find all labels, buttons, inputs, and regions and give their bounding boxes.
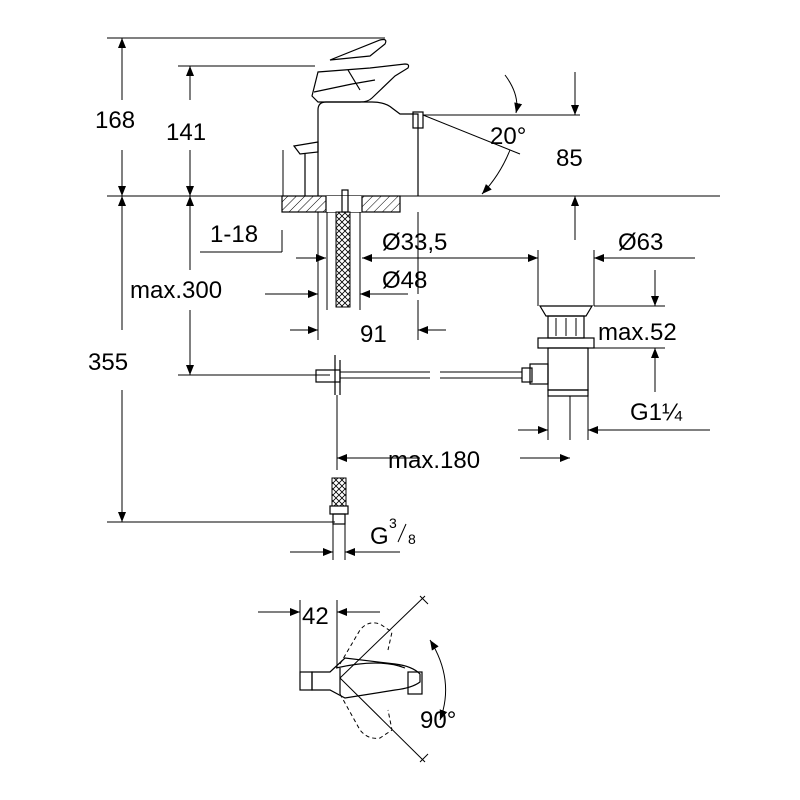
- top-view: [299, 595, 426, 763]
- label-connection-prefix: G: [370, 523, 389, 550]
- dim-connection-thread: G 3 8: [290, 515, 416, 556]
- connection-fitting: [329, 477, 349, 560]
- label-rod-length: max.180: [388, 447, 480, 474]
- dim-lever-offset: 42: [258, 600, 380, 672]
- deck-plate: [130, 195, 720, 213]
- label-lever-offset: 42: [302, 603, 329, 630]
- label-body-diameter: Ø48: [382, 267, 427, 294]
- dim-pipe-depth: max.300: [130, 196, 330, 376]
- label-connection-sup: 3: [389, 515, 397, 531]
- label-connection-sub: 8: [408, 531, 416, 547]
- label-lever-angle: 90°: [420, 707, 456, 734]
- dim-hole-diameter: Ø33,5: [296, 229, 490, 262]
- label-hole-diameter: Ø33,5: [382, 229, 447, 256]
- dim-deck-thickness: 1-18: [200, 221, 283, 253]
- dim-below-height: 355: [88, 196, 335, 523]
- label-below-height: 355: [88, 349, 128, 376]
- label-total-height: 168: [95, 107, 135, 134]
- dim-spout-angle: 20°: [422, 74, 580, 195]
- faucet-body: [282, 38, 424, 196]
- dim-body-diameter: Ø48: [265, 212, 427, 298]
- dim-rod-length: max.180: [337, 447, 570, 474]
- label-spout-angle: 20°: [490, 123, 526, 150]
- label-waste-thread: G1¼: [630, 399, 683, 426]
- label-spout-reach: 91: [360, 321, 387, 348]
- waste-assembly: [529, 250, 595, 440]
- dim-waste-diameter: Ø63: [490, 229, 695, 262]
- dim-lever-angle: 90°: [419, 595, 456, 763]
- dim-waste-thread: G1¼: [518, 396, 710, 440]
- label-deck-thickness: 1-18: [210, 221, 258, 248]
- label-waste-diameter: Ø63: [618, 229, 663, 256]
- dim-spout-reach: 91: [290, 212, 446, 348]
- dim-waste-height: max.52: [594, 270, 677, 392]
- dim-outlet-height: 85: [556, 72, 583, 240]
- label-waste-height: max.52: [598, 319, 677, 346]
- label-outlet-height: 85: [556, 145, 583, 172]
- label-pipe-depth: max.300: [130, 277, 222, 304]
- label-spout-height: 141: [166, 119, 206, 146]
- dim-spout-height: 141: [166, 65, 315, 196]
- dim-total-height: 168: [95, 37, 385, 197]
